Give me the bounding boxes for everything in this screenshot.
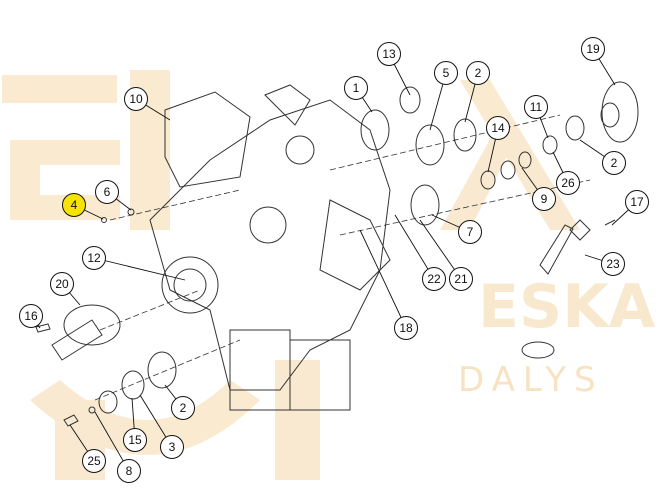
callout-12[interactable]: 12 bbox=[82, 246, 106, 270]
callout-21[interactable]: 21 bbox=[449, 267, 473, 291]
callout-6[interactable]: 6 bbox=[95, 180, 119, 204]
callout-18[interactable]: 18 bbox=[394, 316, 418, 340]
callout-16[interactable]: 16 bbox=[19, 304, 43, 328]
callout-26[interactable]: 26 bbox=[556, 171, 580, 195]
callout-22[interactable]: 22 bbox=[422, 267, 446, 291]
callout-7[interactable]: 7 bbox=[458, 220, 482, 244]
callout-23[interactable]: 23 bbox=[601, 252, 625, 276]
transmission-housing bbox=[149, 84, 391, 411]
callout-2[interactable]: 2 bbox=[171, 396, 195, 420]
eska-watermark bbox=[2, 70, 580, 480]
callout-19[interactable]: 19 bbox=[581, 37, 605, 61]
callout-9[interactable]: 9 bbox=[532, 187, 556, 211]
callout-25[interactable]: 25 bbox=[82, 449, 106, 473]
callout-20[interactable]: 20 bbox=[50, 272, 74, 296]
callout-8[interactable]: 8 bbox=[117, 459, 141, 483]
exploded-parts bbox=[35, 81, 639, 427]
callout-3[interactable]: 3 bbox=[160, 435, 184, 459]
leader-line bbox=[93, 257, 186, 281]
callout-15[interactable]: 15 bbox=[123, 428, 147, 452]
watermark-text: DALYS bbox=[458, 360, 604, 400]
callout-10[interactable]: 10 bbox=[124, 87, 148, 111]
callout-11[interactable]: 11 bbox=[524, 95, 548, 119]
callout-2[interactable]: 2 bbox=[466, 61, 490, 85]
callout-14[interactable]: 14 bbox=[486, 116, 510, 140]
callout-13[interactable]: 13 bbox=[377, 42, 401, 66]
callout-4[interactable]: 4 bbox=[62, 193, 86, 217]
callout-5[interactable]: 5 bbox=[434, 61, 458, 85]
watermark-logo: ESKA bbox=[478, 272, 656, 342]
callout-2[interactable]: 2 bbox=[602, 151, 626, 175]
axis-lines bbox=[94, 114, 591, 401]
callout-17[interactable]: 17 bbox=[625, 190, 649, 214]
callout-1[interactable]: 1 bbox=[344, 76, 368, 100]
leader-line bbox=[359, 229, 407, 329]
